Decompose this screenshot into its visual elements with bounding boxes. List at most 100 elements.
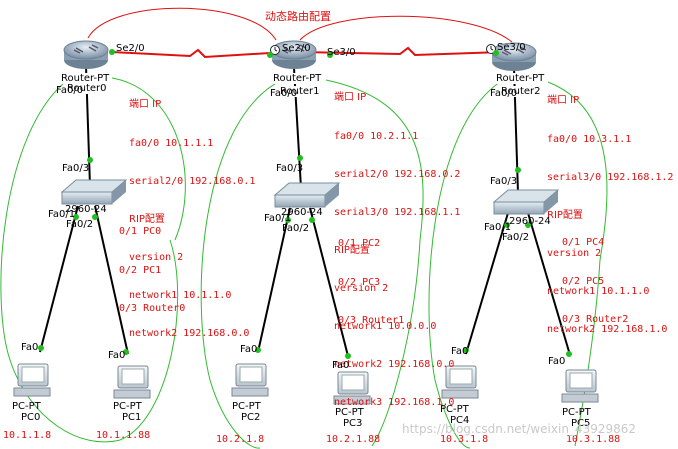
port-label: Fa0/2 <box>502 232 530 243</box>
note-line: network2 192.168.0.0 <box>334 359 455 371</box>
link-s0-pc1 <box>94 205 129 355</box>
pc1-ip: 10.1.1.88 <box>96 430 151 441</box>
clock-icon <box>270 45 280 55</box>
note-line: fa0/0 10.1.1.1 <box>129 137 214 149</box>
router0-icon <box>63 40 109 69</box>
router2-name: Router2 <box>500 86 542 97</box>
router2-model: Router-PT <box>495 73 546 84</box>
annotation-curve-r2 <box>428 81 501 449</box>
port-label: Fa0/2 <box>282 223 310 234</box>
note-line: fa0/0 10.2.1.1 <box>334 130 419 142</box>
note-line: RIP配置 <box>547 209 583 221</box>
router1-model: Router-PT <box>272 73 323 84</box>
switch2-icon <box>492 189 560 215</box>
port-label: Se3/0 <box>497 42 526 53</box>
switch0-model: 2960-24 <box>65 204 107 215</box>
annotation-curve-r2b <box>547 81 608 447</box>
switch1-icon <box>273 182 341 208</box>
note-line: serial3/0 192.168.1.1 <box>334 206 461 218</box>
pc1-name: PC1 <box>122 412 142 423</box>
port-label: Fa0/0 <box>270 88 298 99</box>
serial-link-r1-r2 <box>299 46 503 57</box>
pc0-name: PC0 <box>21 412 41 423</box>
pc5-ip: 10.3.1.88 <box>566 434 621 445</box>
pc4-model: PC-PT <box>440 404 469 415</box>
pc5-icon <box>561 369 599 403</box>
pc1-model: PC-PT <box>113 401 142 412</box>
router0-model: Router-PT <box>60 73 111 84</box>
annotation-curve-r1 <box>200 79 283 449</box>
router2-config-note: 端口 IP fa0/0 10.3.1.1 serial3/0 192.168.1… <box>547 70 673 362</box>
note-line: 0/2 PC5 <box>562 275 605 287</box>
pc2-ip: 10.2.1.8 <box>216 434 265 445</box>
pc1-icon <box>113 365 151 399</box>
pc3-model: PC-PT <box>335 407 364 418</box>
port-label: Fa0 <box>451 346 469 357</box>
note-line: 端口 IP <box>547 95 580 107</box>
annotation-curve-r1b <box>325 79 424 447</box>
note-line: 0/3 Router1 <box>338 314 405 326</box>
note-line: serial3/0 192.168.1.2 <box>547 171 674 183</box>
port-label: Se2/0 <box>116 43 145 54</box>
note-line: serial2/0 192.168.0.1 <box>129 175 256 187</box>
routing-arc-right <box>299 15 513 43</box>
port-label: Fa0/2 <box>66 219 94 230</box>
port-label: Fa0/0 <box>490 88 518 99</box>
note-line: version 2 <box>547 247 602 259</box>
port-label: Se2/0 <box>282 43 311 54</box>
switch1-port-note: 0/1 PC2 0/2 PC3 0/3 Router1 <box>338 213 404 353</box>
pc4-icon <box>441 365 479 399</box>
note-line: fa0/0 10.3.1.1 <box>547 133 632 145</box>
note-line: network2 192.168.0.0 <box>129 328 250 340</box>
link-s2-pc5 <box>527 212 571 356</box>
pc2-name: PC2 <box>241 412 261 423</box>
router1-config-note: 端口 IP fa0/0 10.2.1.1 serial2/0 192.168.0… <box>334 67 460 435</box>
switch0-port-note: 0/1 PC0 0/2 PC1 0/3 Router0 <box>119 201 185 341</box>
note-line: 0/2 PC1 <box>119 264 162 276</box>
link-s1-pc2 <box>257 207 291 353</box>
note-line: version 2 <box>334 282 389 294</box>
annotation-curve-r0b <box>111 77 186 241</box>
note-line: network1 10.0.0.0 <box>334 321 437 333</box>
serial-link-r0-r1 <box>111 48 287 59</box>
pc2-model: PC-PT <box>232 401 261 412</box>
note-line: version 2 <box>129 251 184 263</box>
note-line: 端口 IP <box>129 99 162 111</box>
pc4-name: PC4 <box>450 415 470 426</box>
pc4-ip: 10.3.1.8 <box>440 434 489 445</box>
clock-icon <box>486 44 496 54</box>
pc5-name: PC5 <box>571 418 591 429</box>
pc3-ip: 10.2.1.88 <box>326 434 381 445</box>
link-s1-pc3 <box>309 207 349 357</box>
port-label: Fa0/1 <box>264 213 292 224</box>
router1-name: Router1 <box>279 86 321 97</box>
port-label: Fa0 <box>108 350 126 361</box>
note-line: 0/3 Router2 <box>562 313 629 325</box>
port-label: Fa0/3 <box>490 176 518 187</box>
note-line: RIP配置 <box>334 244 370 256</box>
port-label: Fa0 <box>21 342 39 353</box>
router0-config-note: 端口 IP fa0/0 10.1.1.1 serial2/0 192.168.0… <box>129 74 255 366</box>
note-line: network1 10.1.1.0 <box>547 285 650 297</box>
port-label: Fa0/0 <box>56 85 84 96</box>
note-line: network2 192.168.1.0 <box>547 324 668 336</box>
note-line: RIP配置 <box>129 213 165 225</box>
note-line: 0/1 PC4 <box>562 237 605 249</box>
pc5-model: PC-PT <box>562 407 591 418</box>
note-line: 0/1 PC2 <box>338 238 381 250</box>
pc3-name: PC3 <box>343 418 363 429</box>
watermark: https://blog.csdn.net/weixin_43929862 <box>402 422 637 436</box>
note-line: 端口 IP <box>334 92 367 104</box>
link-s2-pc4 <box>465 212 509 355</box>
note-line: 0/3 Router0 <box>119 302 186 314</box>
switch2-port-note: 0/1 PC4 0/2 PC5 0/3 Router2 <box>562 212 628 352</box>
pc3-icon <box>333 371 371 405</box>
pc2-icon <box>231 363 269 397</box>
note-line: 0/2 PC3 <box>338 276 381 288</box>
port-label: Fa0/3 <box>276 163 304 174</box>
port-label: Fa0/1 <box>48 209 76 220</box>
port-label: Se3/0 <box>327 47 356 58</box>
port-label: Fa0 <box>548 356 566 367</box>
port-label: Fa0/3 <box>62 163 90 174</box>
